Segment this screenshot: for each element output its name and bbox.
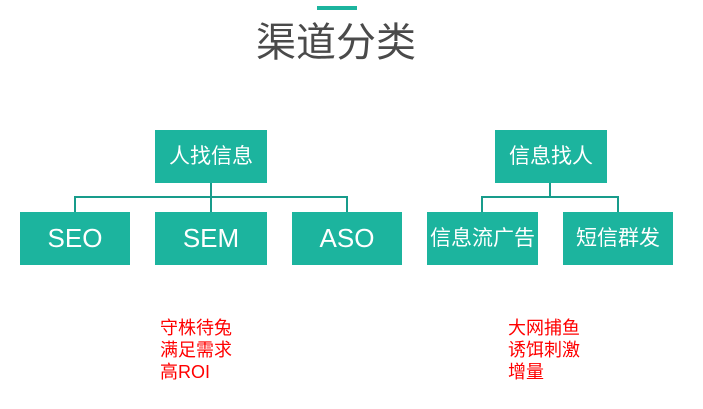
tree-child-node-sms-blast: 短信群发 — [563, 212, 673, 265]
connector-line — [74, 198, 76, 212]
page-title: 渠道分类 — [256, 21, 416, 65]
annotation-line: 大网捕鱼 — [508, 318, 580, 338]
title-accent-bar — [317, 6, 357, 10]
connector-line — [74, 196, 348, 198]
connector-line — [210, 198, 212, 212]
tree-child-node-feed-ads: 信息流广告 — [427, 212, 538, 265]
connector-line — [210, 183, 212, 196]
annotation-line: 诱饵刺激 — [508, 340, 580, 360]
connector-line — [549, 183, 551, 196]
tree-child-node-aso: ASO — [292, 212, 402, 265]
connector-line — [617, 198, 619, 212]
connector-line — [346, 198, 348, 212]
annotation-left: 守株待兔 满足需求 高ROI — [160, 317, 232, 383]
annotation-line: 增量 — [508, 362, 544, 382]
tree-root-node-people-find-info: 人找信息 — [155, 130, 267, 183]
connector-line — [481, 196, 619, 198]
tree-child-node-sem: SEM — [155, 212, 267, 265]
annotation-line: 满足需求 — [160, 340, 232, 360]
annotation-right: 大网捕鱼 诱饵刺激 增量 — [508, 317, 580, 383]
tree-child-node-seo: SEO — [20, 212, 130, 265]
annotation-line: 守株待兔 — [160, 318, 232, 338]
connector-line — [481, 198, 483, 212]
annotation-line: 高ROI — [160, 362, 211, 382]
tree-root-node-info-finds-people: 信息找人 — [495, 130, 607, 183]
